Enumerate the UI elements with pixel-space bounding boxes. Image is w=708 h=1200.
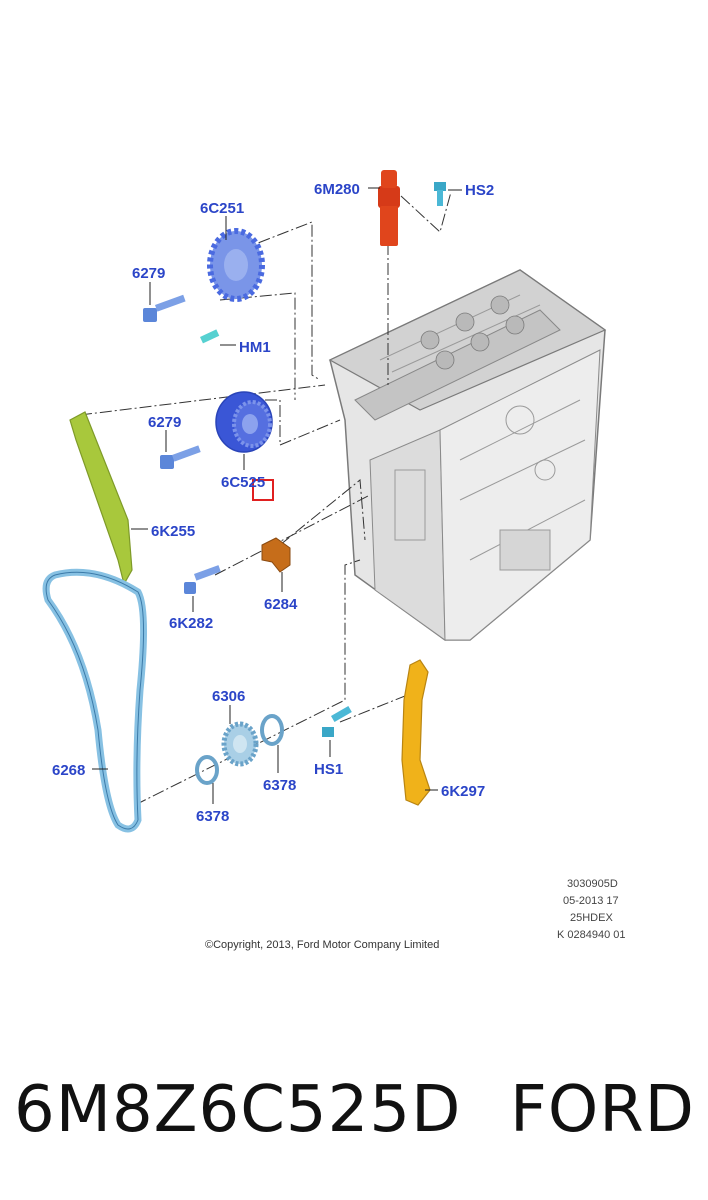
callout-6c251: 6C251	[200, 200, 244, 217]
bolt-6k282	[184, 565, 221, 594]
meta-line-2: 05-2013 17	[563, 895, 619, 907]
copyright-text: ©Copyright, 2013, Ford Motor Company Lim…	[205, 939, 439, 951]
callout-6c525: 6C525	[221, 474, 265, 491]
callout-6306: 6306	[212, 688, 245, 705]
callout-6m280: 6M280	[314, 181, 360, 198]
bolt-hs1	[322, 706, 352, 737]
brand-name: FORD	[510, 1073, 695, 1147]
callout-6378-right: 6378	[263, 777, 296, 794]
guide-6k255	[69, 411, 133, 586]
timing-chain-6268	[42, 568, 148, 833]
meta-line-1: 3030905D	[567, 878, 618, 890]
sprocket-6c251	[207, 228, 265, 302]
callout-hm1: HM1	[239, 339, 271, 356]
callout-hs2: HS2	[465, 182, 494, 199]
callout-leaders	[92, 187, 462, 804]
callout-6k255: 6K255	[151, 523, 195, 540]
crank-sprocket-6306	[221, 721, 259, 767]
solenoid-6m280	[378, 170, 400, 246]
bolt-hs2	[434, 182, 446, 206]
callout-6k282: 6K282	[169, 615, 213, 632]
callout-6284: 6284	[264, 596, 298, 613]
callout-6378-left: 6378	[196, 808, 229, 825]
callout-6279-mid: 6279	[148, 414, 181, 431]
callout-6279-top: 6279	[132, 265, 165, 282]
dowel-hm1	[199, 329, 220, 344]
engine-block	[328, 269, 607, 641]
vct-unit-6c525	[215, 391, 273, 453]
washer-6378-left	[195, 755, 219, 785]
bolt-6279-mid	[160, 445, 201, 469]
meta-line-4: K 0284940 01	[557, 929, 626, 941]
callout-6k297: 6K297	[441, 783, 485, 800]
callout-6268: 6268	[52, 762, 85, 779]
highlight-box	[252, 479, 274, 501]
bolt-6279-top	[143, 294, 186, 322]
tensioner-6284	[261, 537, 291, 573]
meta-line-3: 25HDEX	[570, 912, 613, 924]
washer-6378-right	[260, 714, 284, 746]
callout-hs1: HS1	[314, 761, 343, 778]
part-number: 6M8Z6C525D	[14, 1073, 462, 1147]
guide-6k297	[401, 659, 431, 806]
